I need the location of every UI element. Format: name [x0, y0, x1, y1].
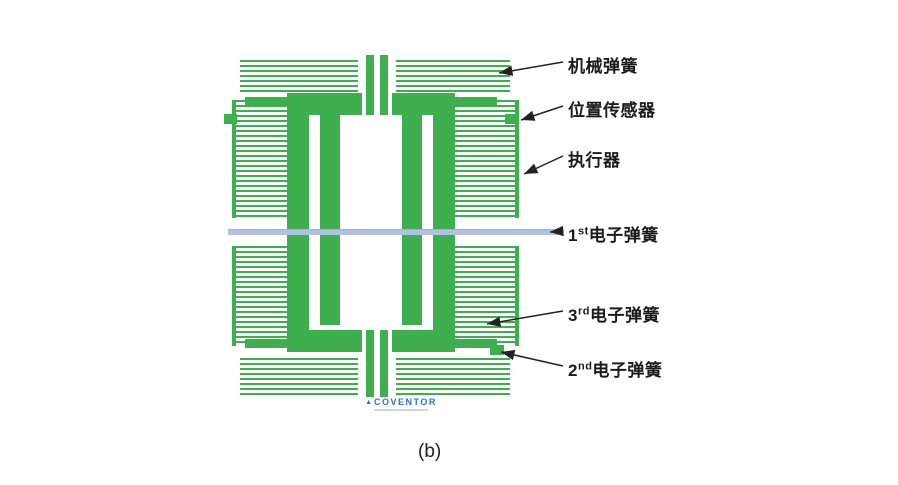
arrow-position-sensor — [520, 105, 564, 121]
label-num: 1 — [568, 226, 578, 245]
label-actuator: 执行器 — [568, 146, 621, 171]
label-num: 3 — [568, 306, 578, 325]
sensor-anchor-tab — [505, 114, 518, 124]
anchor-tab-left — [224, 114, 237, 124]
arrow-actuator — [523, 155, 564, 175]
label-ord: st — [577, 225, 589, 238]
figure-caption: (b) — [418, 441, 442, 462]
label-text: 位置传感器 — [568, 101, 656, 120]
shuttle-arm-top-left — [245, 97, 287, 106]
label-num: 2 — [568, 361, 578, 380]
shuttle-arm-bottom-left — [245, 339, 287, 348]
shuttle-arm-top-right — [455, 97, 497, 106]
top-connector-bar-right — [380, 55, 388, 115]
label-ord: rd — [577, 305, 590, 318]
coventor-logo-rule — [374, 409, 428, 411]
label-spring-3rd: 3rd电子弹簧 — [568, 301, 660, 326]
label-ord: nd — [577, 360, 593, 373]
arrow-spring-2nd — [500, 349, 564, 367]
label-mechanical-spring: 机械弹簧 — [568, 52, 638, 77]
comb-right-lower — [455, 246, 519, 346]
label-text: 机械弹簧 — [568, 57, 638, 76]
electronic-spring-beam — [228, 229, 558, 235]
bottom-connector-channel — [358, 352, 396, 398]
label-text: 电子弹簧 — [592, 361, 663, 380]
coventor-logo: ▲ COVENTOR — [336, 397, 466, 411]
label-text: 电子弹簧 — [588, 226, 659, 245]
comb-left-upper — [232, 100, 291, 218]
bottom-connector-bar-left — [366, 330, 374, 397]
coventor-logo-text: COVENTOR — [374, 397, 437, 407]
coventor-logo-icon: ▲ — [365, 398, 373, 406]
comb-left-lower — [232, 246, 291, 346]
label-text: 执行器 — [568, 151, 621, 170]
spring2-anchor-tab — [490, 345, 504, 355]
top-connector-channel — [358, 55, 396, 93]
label-spring-1st: 1st电子弹簧 — [568, 221, 659, 246]
top-connector-bar-left — [366, 55, 374, 115]
label-text: 电子弹簧 — [589, 306, 660, 325]
inner-beam-left — [320, 115, 340, 325]
label-position-sensor: 位置传感器 — [568, 96, 656, 121]
bottom-connector-bar-right — [380, 330, 388, 397]
label-spring-2nd: 2nd电子弹簧 — [568, 356, 662, 381]
shuttle-arm-bottom-right — [455, 339, 497, 348]
inner-beam-right — [402, 115, 422, 325]
